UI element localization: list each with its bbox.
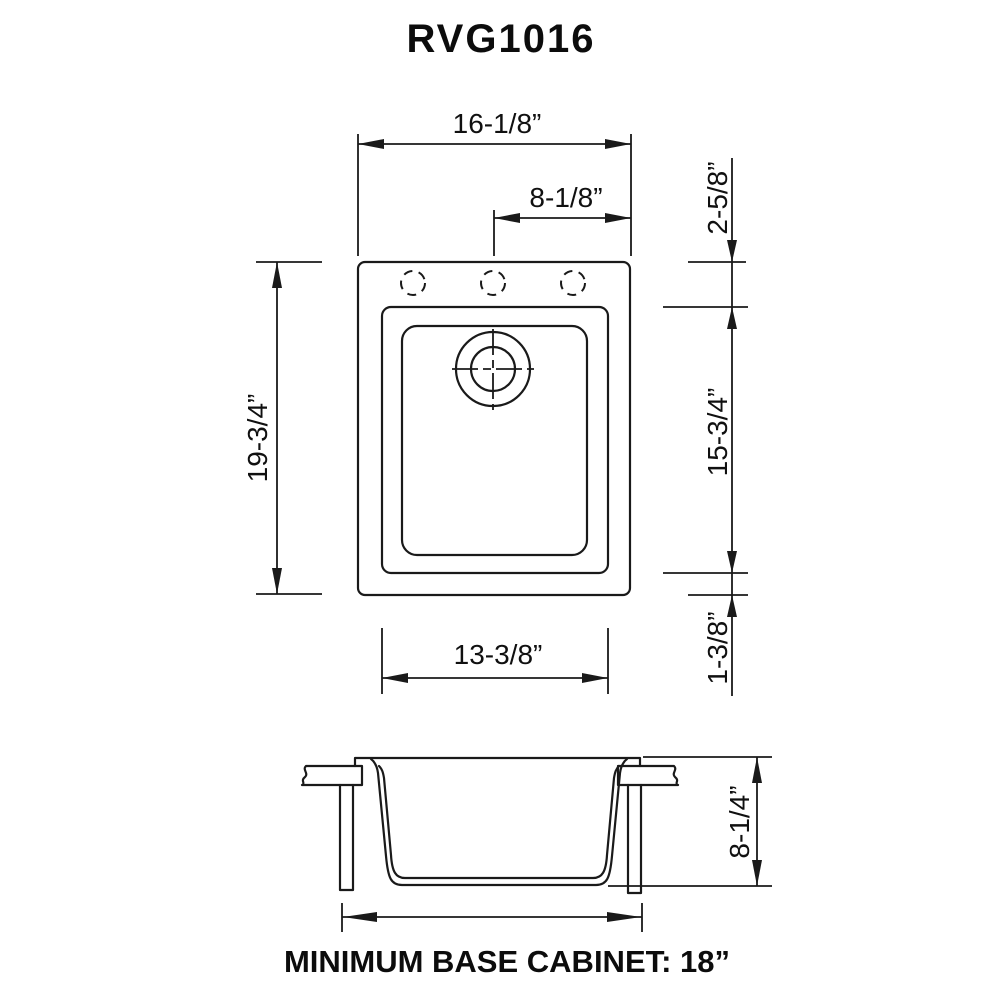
- dim-overall-depth-label: 19-3/4”: [242, 394, 273, 483]
- sink-rim-outline: [356, 260, 632, 597]
- faucet-hole-left-icon: [400, 270, 426, 296]
- dim-right-chain: 2-5/8” 15-3/4” 1-3/8”: [663, 158, 748, 696]
- dim-drain-center-label: 8-1/8”: [529, 182, 602, 213]
- arrow-left-icon: [343, 912, 377, 922]
- dim-drain-center: 8-1/8”: [493, 182, 631, 256]
- drain-icon: [452, 329, 534, 410]
- bowl-top-outline: [380, 305, 610, 575]
- min-base-cabinet-note: MINIMUM BASE CABINET: 18”: [284, 944, 730, 979]
- dim-overall-width-label: 16-1/8”: [453, 108, 542, 139]
- dim-rim-to-bowl-label: 2-5/8”: [702, 161, 733, 234]
- arrow-down-icon: [272, 568, 282, 594]
- countertop-left: [300, 764, 364, 787]
- arrow-left-icon: [382, 673, 408, 683]
- top-view: [356, 260, 632, 597]
- arrow-right-icon: [607, 912, 641, 922]
- bowl-wall-outer: [369, 757, 629, 887]
- bowl-wall-inner: [377, 764, 621, 880]
- product-title: RVG1016: [407, 17, 596, 61]
- arrow-right-icon: [582, 673, 608, 683]
- arrow-down-icon: [727, 551, 737, 573]
- arrow-left-icon: [494, 213, 520, 223]
- faucet-hole-right-icon: [560, 270, 586, 296]
- bowl-bottom-outline: [400, 324, 589, 557]
- dim-bowl-width-label: 13-3/8”: [454, 639, 543, 670]
- cabinet-panel-left: [338, 783, 355, 892]
- dim-bowl-to-rim-label: 1-3/8”: [702, 611, 733, 684]
- arrow-up-icon: [272, 262, 282, 288]
- faucet-hole-center-icon: [480, 270, 506, 296]
- dim-bowl-height: 8-1/4”: [608, 756, 772, 887]
- arrow-up-icon: [727, 595, 737, 617]
- arrow-right-icon: [605, 213, 631, 223]
- dim-min-cabinet: MINIMUM BASE CABINET: 18”: [284, 903, 730, 979]
- arrow-right-icon: [605, 139, 631, 149]
- arrow-down-icon: [752, 860, 762, 886]
- arrow-up-icon: [752, 757, 762, 783]
- countertop-right: [616, 764, 680, 787]
- arrow-down-icon: [727, 240, 737, 262]
- sink-rim-profile: [353, 756, 642, 768]
- arrow-left-icon: [358, 139, 384, 149]
- dim-bowl-length-label: 15-3/4”: [702, 388, 733, 477]
- dim-bowl-width: 13-3/8”: [381, 628, 609, 694]
- dim-overall-depth: 19-3/4”: [242, 261, 322, 595]
- dim-bowl-height-label: 8-1/4”: [724, 785, 755, 858]
- dim-overall-width: 16-1/8”: [357, 108, 632, 256]
- cabinet-panel-right: [626, 783, 643, 895]
- arrow-up-icon: [727, 307, 737, 329]
- side-view: [300, 756, 680, 895]
